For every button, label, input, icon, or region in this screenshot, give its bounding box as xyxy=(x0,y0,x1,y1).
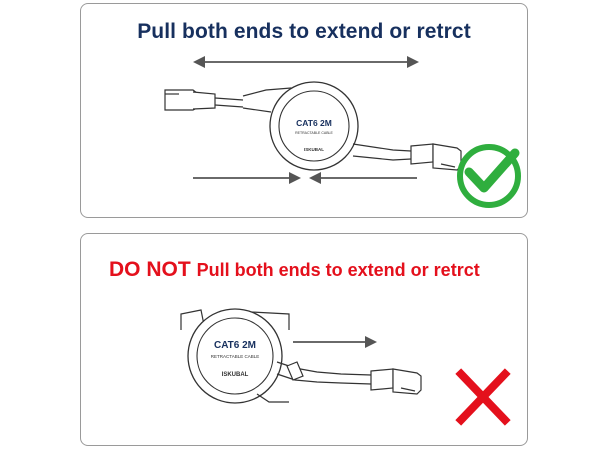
incorrect-usage-illustration: CAT6 2M RETRACTABLE CABLE ISKUBAL xyxy=(180,308,511,426)
incorrect-usage-text: Pull both ends to extend or retrct xyxy=(196,260,480,280)
right-rj45-plug xyxy=(352,143,462,171)
correct-usage-heading: Pull both ends to extend or retrct xyxy=(137,20,471,43)
extend-double-arrow xyxy=(193,56,419,68)
green-checkmark-icon xyxy=(457,144,521,208)
left-rj45-plug xyxy=(164,89,244,111)
reel-sublabel: RETRACTABLE CABLE xyxy=(295,131,333,135)
correct-usage-panel: Pull both ends to extend or retrct xyxy=(80,3,528,218)
reel-label: CAT6 2M xyxy=(296,118,332,128)
reel-sublabel: RETRACTABLE CABLE xyxy=(211,354,259,359)
pull-one-end-arrow xyxy=(293,336,377,348)
do-not-label: DO NOT xyxy=(109,258,191,281)
red-cross-icon xyxy=(455,368,511,426)
reel-label: CAT6 2M xyxy=(214,340,256,351)
reel-brand: ISKUBAL xyxy=(222,372,249,378)
reel-brand: ISKUBAL xyxy=(304,147,324,152)
correct-usage-illustration: CAT6 2M RETRACTABLE CABLE ISKUBAL xyxy=(164,56,521,208)
cable-reel-housing xyxy=(187,308,283,404)
right-rj45-plug xyxy=(276,361,422,395)
cable-reel-housing xyxy=(269,81,359,171)
